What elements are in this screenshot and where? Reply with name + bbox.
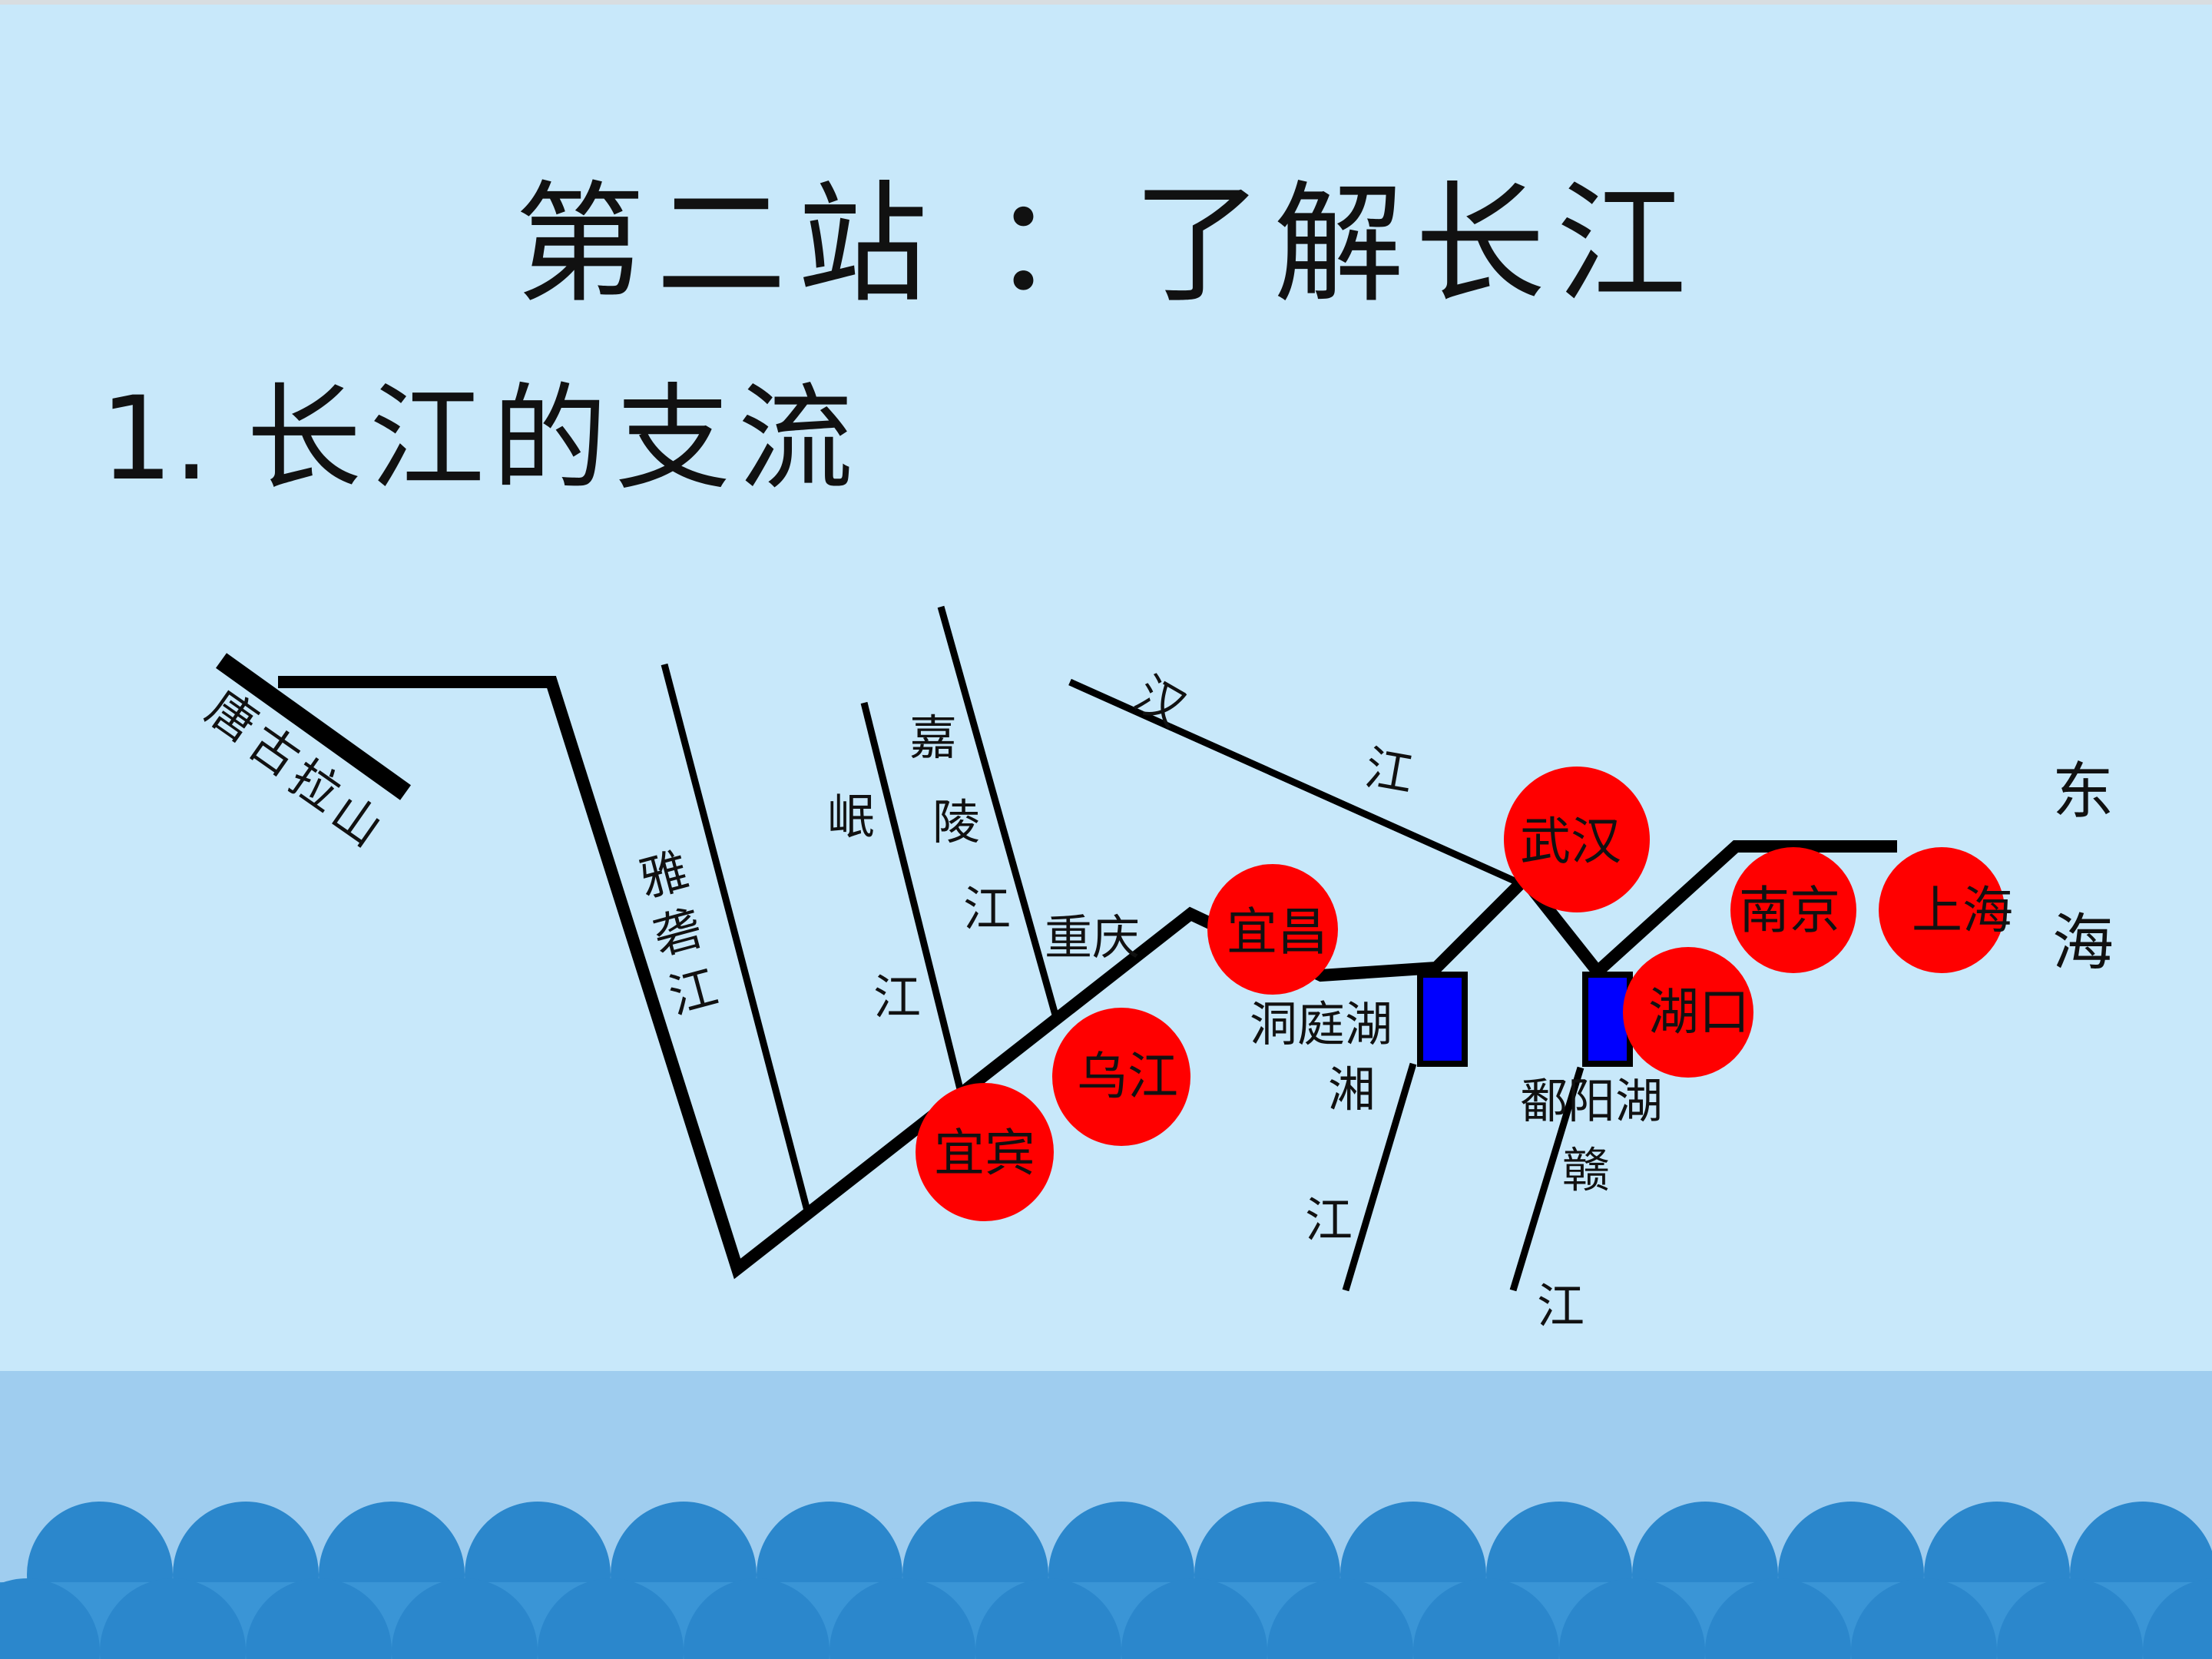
han-char-2: 江 bbox=[1361, 739, 1418, 803]
yangtze-main-stream bbox=[278, 676, 1897, 1280]
city-label-shanghai: 上海 bbox=[1912, 881, 2013, 940]
yalong-river bbox=[661, 663, 812, 1215]
gan-char-2: 江 bbox=[1537, 1278, 1584, 1334]
city-circle-wuhan bbox=[1504, 767, 1650, 912]
dongting-lake-label: 洞庭湖 bbox=[1250, 996, 1392, 1052]
city-circle-shanghai bbox=[1879, 847, 2005, 973]
jialing-river bbox=[937, 605, 1060, 1019]
gan-char-1: 赣 bbox=[1562, 1142, 1610, 1198]
min-river bbox=[860, 701, 964, 1091]
xiang-char-1: 湘 bbox=[1328, 1061, 1376, 1118]
donghai-char-1: 东 bbox=[2052, 756, 2114, 827]
tanggula-mountain bbox=[216, 653, 411, 800]
min-char-1: 岷 bbox=[827, 789, 875, 845]
top-border bbox=[0, 0, 2212, 5]
yalong-char-3: 江 bbox=[663, 959, 724, 1025]
city-label-hukou: 湖口 bbox=[1648, 982, 1750, 1041]
subtitle-number: 1. bbox=[100, 373, 210, 506]
chongqing-label: 重庆 bbox=[1045, 909, 1140, 965]
dongting-lake bbox=[1417, 972, 1468, 1067]
subtitle-text: 长江的支流 bbox=[246, 373, 861, 506]
city-label-wuhan: 武汉 bbox=[1520, 812, 1621, 871]
city-circle-yibin bbox=[916, 1083, 1054, 1221]
poyang-lake bbox=[1582, 972, 1633, 1067]
min-char-2: 江 bbox=[873, 969, 921, 1025]
donghai-char-2: 海 bbox=[2052, 907, 2114, 979]
han-char-1: 汉 bbox=[1126, 665, 1195, 737]
poyang-lake-label: 鄱阳湖 bbox=[1520, 1073, 1663, 1129]
jialing-char-1: 嘉 bbox=[909, 710, 957, 766]
han-river bbox=[1068, 678, 1530, 891]
city-label-nanjing: 南京 bbox=[1739, 881, 1840, 940]
city-label-wujiang: 乌江 bbox=[1077, 1047, 1178, 1106]
slide-title: 第二站 ：了解长江 bbox=[514, 169, 1698, 321]
jialing-char-2: 陵 bbox=[932, 794, 980, 850]
city-label-yichang: 宜昌 bbox=[1227, 902, 1328, 962]
gan-river bbox=[1509, 1066, 1584, 1292]
jialing-char-3: 江 bbox=[963, 881, 1011, 937]
xiang-char-2: 江 bbox=[1305, 1192, 1353, 1248]
city-circle-nanjing bbox=[1730, 847, 1856, 973]
city-circle-wujiang bbox=[1052, 1008, 1190, 1146]
city-circle-yichang bbox=[1207, 864, 1338, 995]
wave-row-front bbox=[0, 1578, 2212, 1659]
city-circle-hukou bbox=[1623, 947, 1753, 1078]
xiang-river bbox=[1342, 1062, 1417, 1292]
yalong-char-2: 砻 bbox=[647, 899, 708, 966]
yalong-char-1: 雅 bbox=[634, 842, 694, 909]
city-label-yibin: 宜宾 bbox=[934, 1124, 1035, 1183]
slide-subtitle: 1. 长江的支流 bbox=[100, 346, 861, 512]
